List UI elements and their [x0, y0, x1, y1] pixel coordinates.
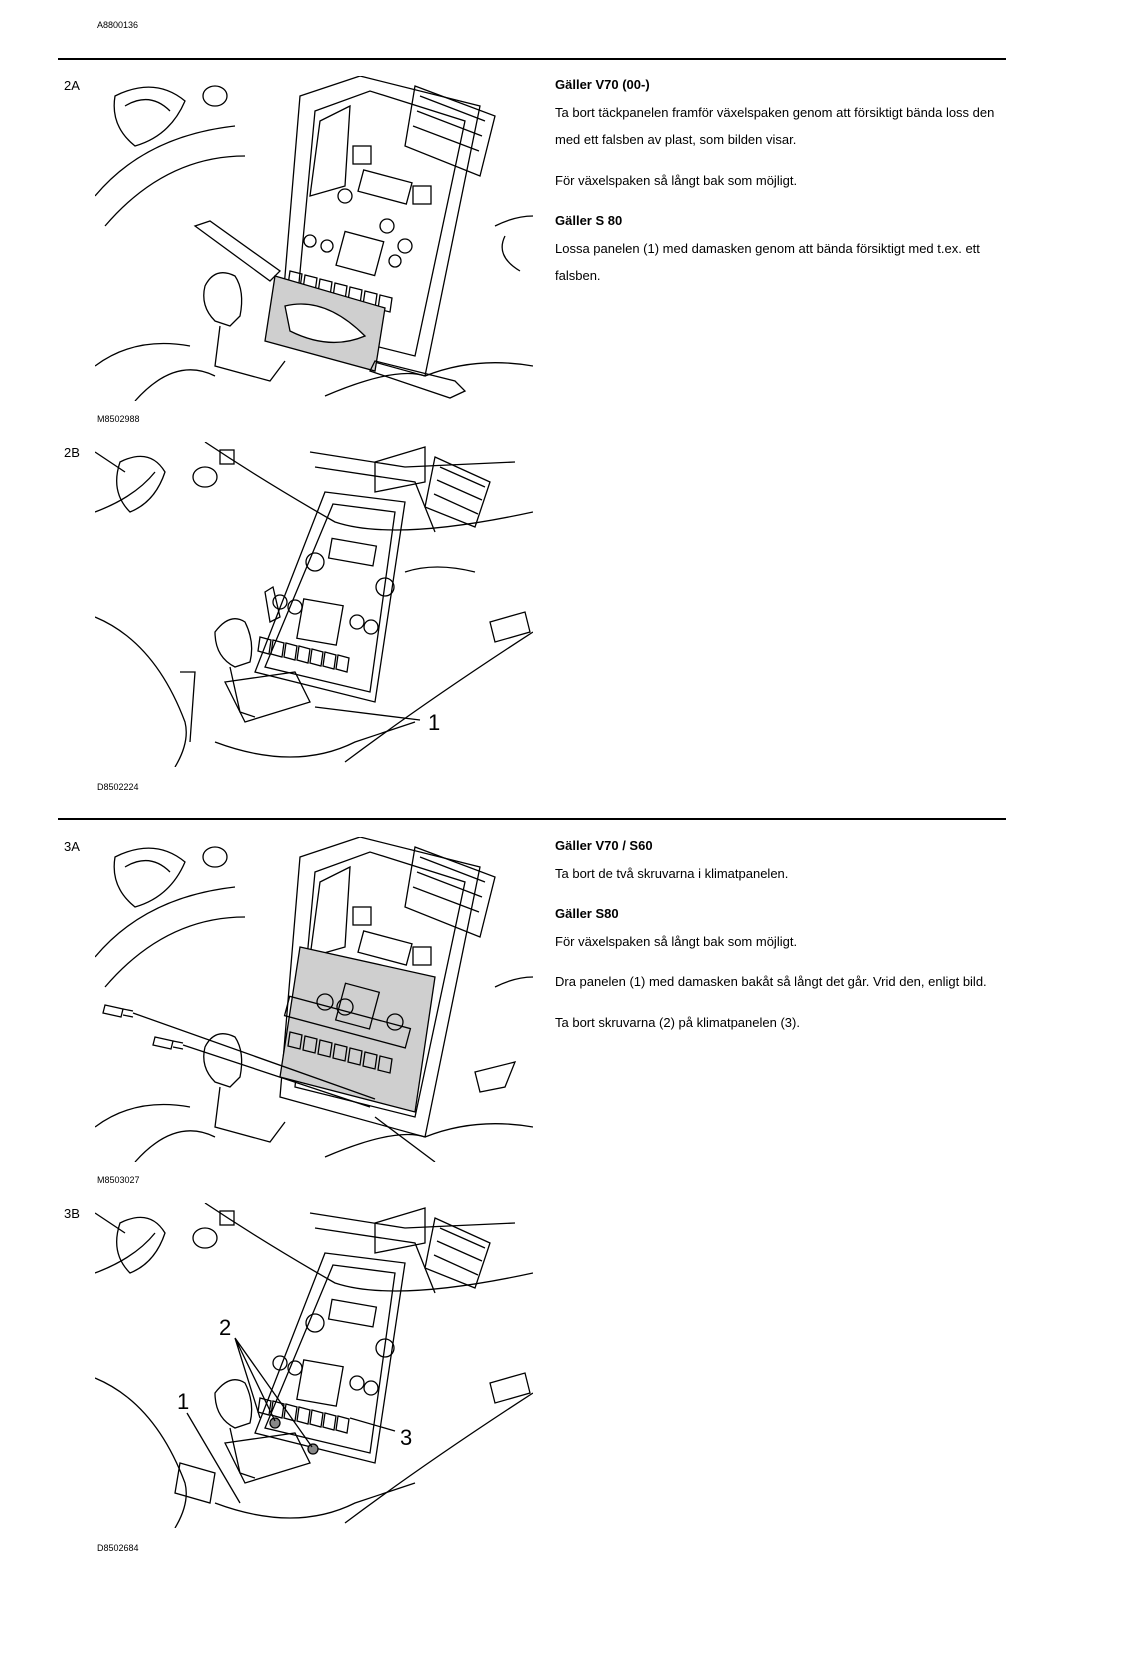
instruction-text: För växelspaken så långt bak som möjligt…: [555, 172, 798, 188]
step-label: 2B: [64, 445, 80, 460]
model-heading: Gäller S 80: [555, 213, 623, 228]
callout-3: 3: [400, 1425, 412, 1450]
step-label: 3B: [64, 1206, 80, 1221]
model-heading: Gäller V70 / S60: [555, 838, 653, 853]
callout-1: 1: [428, 710, 440, 735]
instruction-text: För växelspaken så långt bak som möjligt…: [555, 933, 798, 949]
instruction-text: Dra panelen (1) med damasken bakåt så lå…: [555, 974, 987, 989]
figure-caption: M8503027: [97, 1175, 140, 1185]
callout-1: 1: [177, 1389, 189, 1414]
model-heading: Gäller V70 (00-): [555, 77, 650, 92]
illustration-3a: [95, 837, 533, 1162]
callout-2: 2: [219, 1315, 231, 1340]
illustration-3b: 2 1 3: [95, 1203, 533, 1528]
illustration-2b: 1: [95, 442, 533, 767]
step-label: 3A: [64, 839, 80, 854]
instructions-2a: Gäller V70 (00-) Ta bort täckpanelen fra…: [555, 71, 1005, 290]
document-id: A8800136: [97, 20, 139, 30]
instruction-text: Ta bort de två skruvarna i klimatpanelen…: [555, 865, 789, 881]
instruction-text: Lossa panelen (1) med damasken genom att…: [555, 240, 980, 284]
illustration-2a: [95, 76, 533, 401]
instruction-text: Ta bort täckpanelen framför växelspaken …: [555, 104, 995, 148]
figure-caption: D8502684: [97, 1543, 139, 1553]
model-heading: Gäller S80: [555, 906, 619, 921]
step-label: 2A: [64, 78, 80, 93]
instructions-3a: Gäller V70 / S60 Ta bort de två skruvarn…: [555, 832, 1005, 1036]
figure-caption: M8502988: [97, 414, 140, 424]
section-divider: [58, 818, 1006, 820]
figure-caption: D8502224: [97, 782, 139, 792]
instruction-text: Ta bort skruvarna (2) på klimatpanelen (…: [555, 1014, 800, 1030]
section-divider: [58, 58, 1006, 60]
